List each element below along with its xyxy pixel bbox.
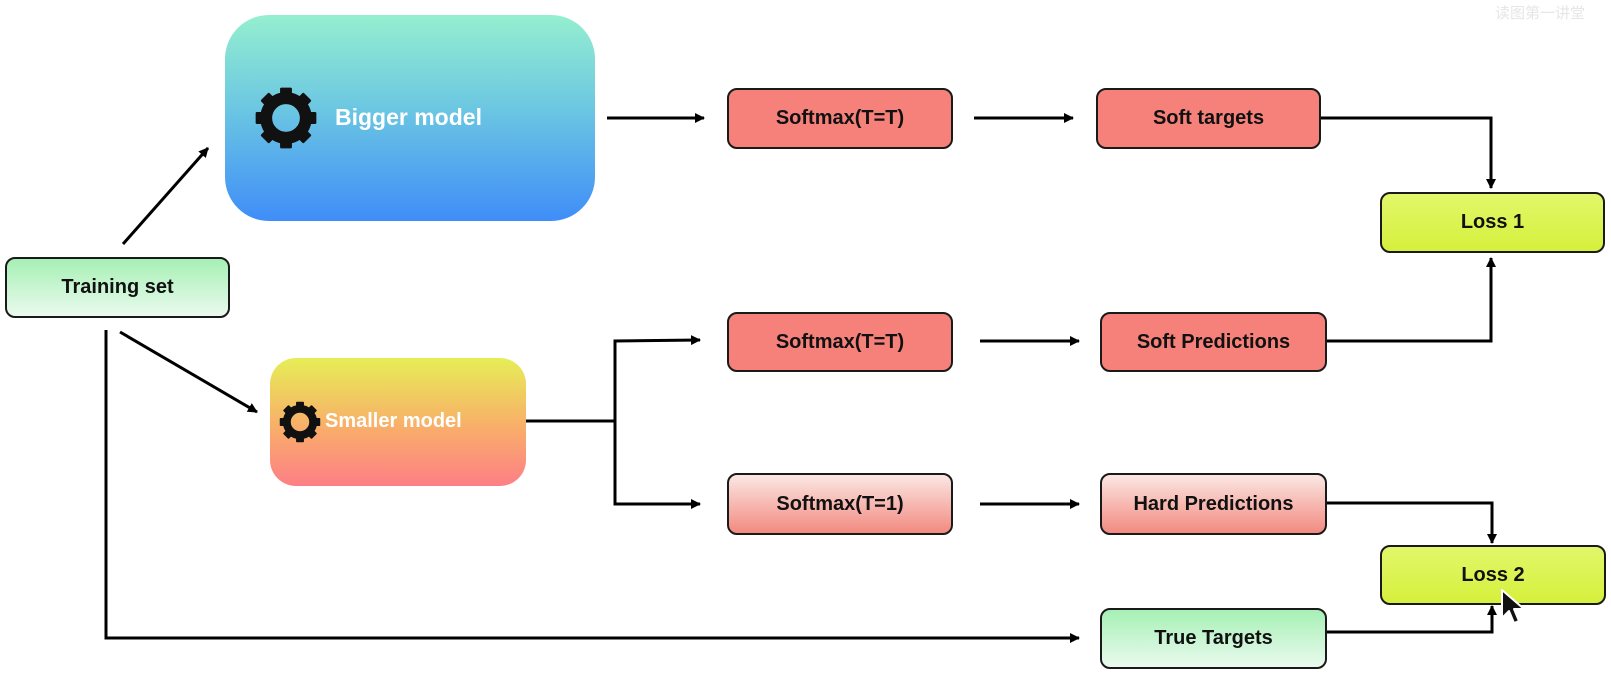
teacher-softmax-box: Softmax(T=T) (727, 88, 953, 149)
smaller-model-box: Smaller model (270, 358, 526, 486)
loss1-box: Loss 1 (1380, 192, 1605, 253)
gear-icon (255, 87, 317, 149)
training-set-box: Training set (5, 257, 230, 318)
bigger-model-box: Bigger model (225, 15, 595, 221)
arrow-hard-predictions-to-loss2 (1327, 501, 1497, 544)
soft-predictions-box: Soft Predictions (1100, 312, 1327, 372)
soft-targets-label: Soft targets (1152, 107, 1265, 129)
student-softmax-1-box: Softmax(T=1) (727, 473, 953, 535)
arrow-training-to-bigger (121, 147, 210, 245)
watermark: 读图第一讲堂 (1494, 5, 1585, 22)
loss2-box: Loss 2 (1380, 545, 1606, 605)
arrow-branch-to-softmax-t (613, 335, 701, 504)
student-softmax-t-label: Softmax(T=T) (775, 330, 905, 353)
student-softmax-1-label: Softmax(T=1) (776, 492, 904, 515)
loss1-label: Loss 1 (1460, 211, 1525, 233)
gear-icon (279, 401, 321, 443)
true-targets-label: True Targets (1154, 627, 1273, 649)
arrow-training-to-smaller (119, 330, 258, 414)
arrow-branch-to-softmax-1 (613, 421, 701, 509)
smaller-model-label: Smaller model (325, 410, 462, 432)
teacher-softmax-label: Softmax(T=T) (775, 107, 905, 129)
arrow-training-to-true-targets (104, 330, 1080, 643)
true-targets-box: True Targets (1100, 608, 1327, 669)
soft-targets-box: Soft targets (1096, 88, 1321, 149)
hard-predictions-label: Hard Predictions (1133, 492, 1294, 515)
student-softmax-t-box: Softmax(T=T) (727, 312, 953, 372)
bigger-model-label: Bigger model (335, 104, 482, 130)
arrow-true-targets-to-loss2 (1327, 605, 1497, 634)
soft-predictions-label: Soft Predictions (1136, 330, 1291, 353)
arrow-soft-predictions-to-loss1 (1327, 257, 1496, 343)
arrow-soft-targets-to-loss1 (1320, 116, 1496, 189)
cursor-icon (1501, 589, 1525, 624)
training-set-label: Training set (61, 276, 174, 298)
hard-predictions-box: Hard Predictions (1100, 473, 1327, 535)
loss2-label: Loss 2 (1461, 563, 1525, 586)
